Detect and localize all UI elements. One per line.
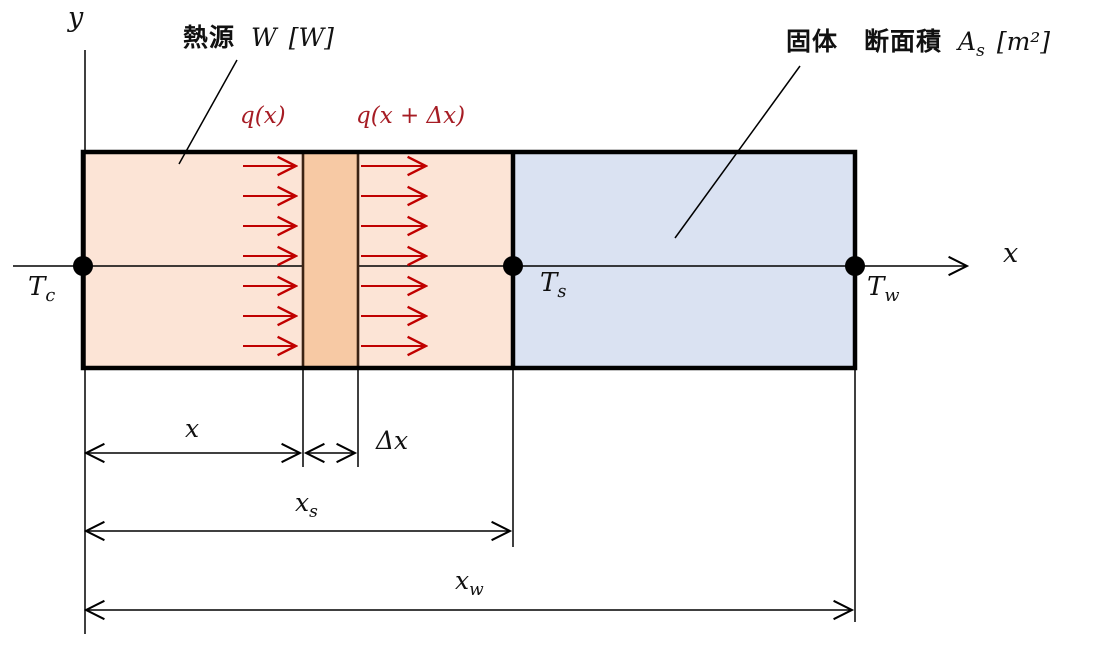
- x-axis-label: x: [1003, 238, 1019, 269]
- solid-jp-text: 固体 断面積: [786, 28, 943, 56]
- flux-arrows-right: [361, 166, 425, 346]
- leader-line-solid: [674, 65, 801, 239]
- dim-xs-label: xs: [295, 488, 318, 522]
- leader-line-heat-source: [178, 59, 238, 165]
- flux-qx-label: q(x): [240, 103, 286, 129]
- temp-tc-label: Tc: [28, 272, 56, 307]
- solid-region: [513, 152, 855, 368]
- node-dot-tw: [845, 256, 865, 276]
- solid-unit: [m²]: [996, 27, 1051, 56]
- control-volume-slice: [301, 150, 360, 370]
- heat-source-region: [83, 152, 513, 368]
- node-dot-tc: [73, 256, 93, 276]
- flux-arrows-left: [243, 166, 295, 346]
- dim-x-label: x: [185, 414, 200, 443]
- dim-xw-label: xw: [455, 566, 484, 600]
- heat-source-label: 熱源 W [W]: [183, 18, 334, 54]
- heat-source-symbol: W: [251, 23, 277, 52]
- solid-symbol: As: [958, 27, 985, 61]
- heat-source-jp-text: 熱源: [183, 24, 236, 52]
- temp-ts-label: Ts: [540, 268, 567, 303]
- solid-label: 固体 断面積 As [m²]: [786, 22, 1051, 61]
- node-dot-ts: [503, 256, 523, 276]
- y-axis-label: y: [68, 2, 84, 33]
- flux-qxdx-label: q(x + Δx): [356, 103, 466, 129]
- temp-tw-label: Tw: [867, 272, 900, 307]
- dim-dx-label: Δx: [376, 426, 409, 455]
- heat-source-unit: [W]: [288, 23, 334, 52]
